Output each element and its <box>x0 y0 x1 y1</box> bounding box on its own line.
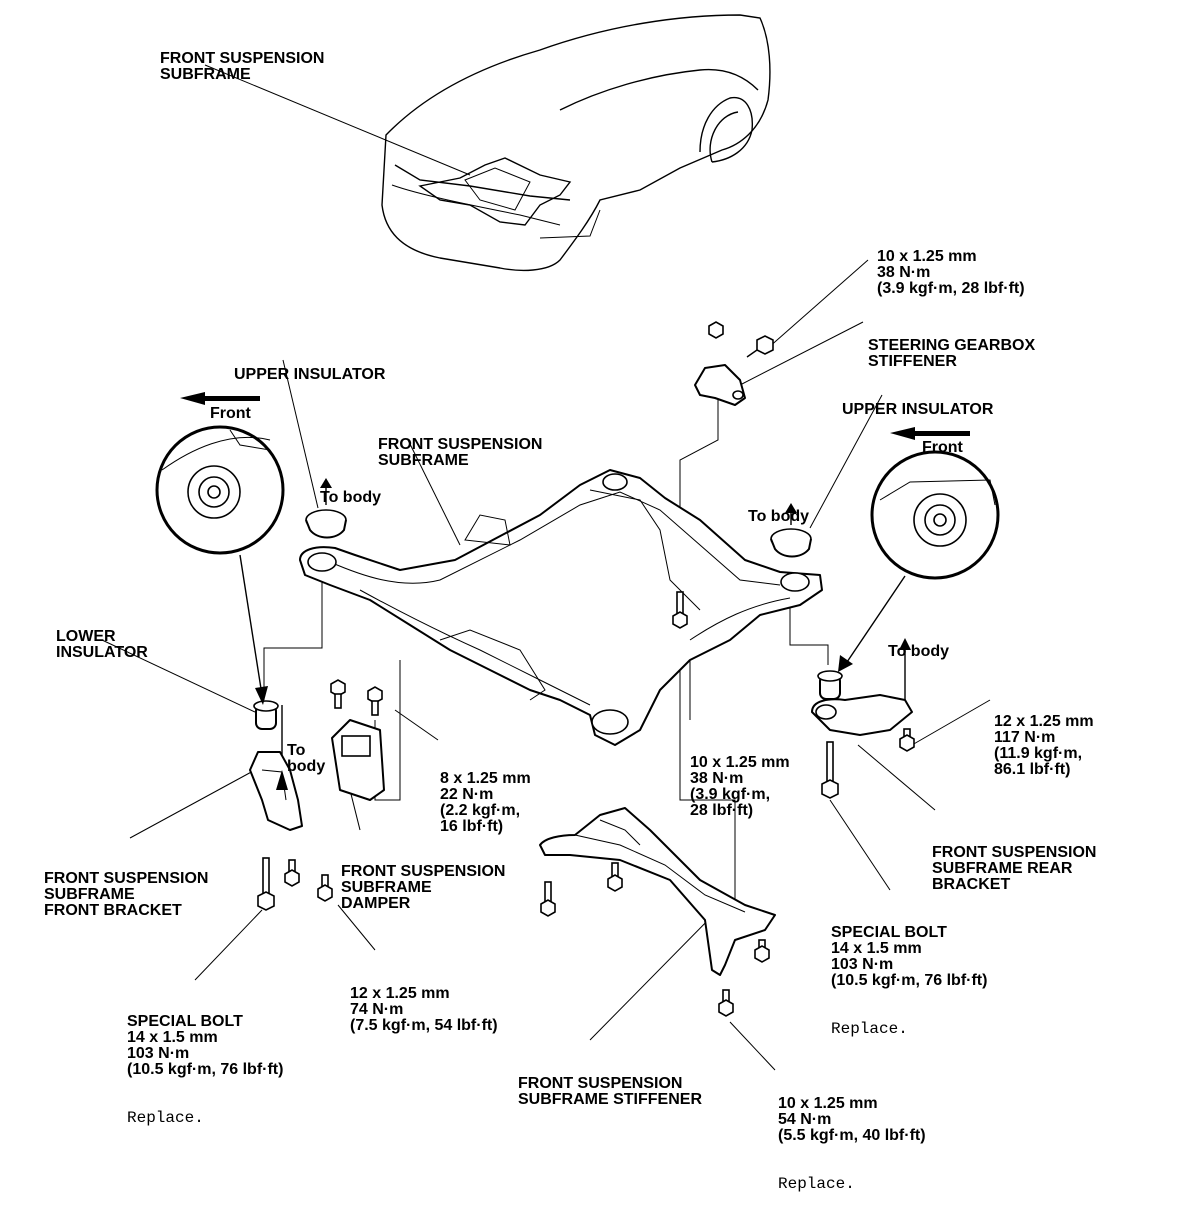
replace-note: Replace. <box>831 1020 908 1038</box>
replace-note: Replace. <box>127 1109 204 1127</box>
leader-lines <box>101 64 991 1071</box>
steering-stiffener-shape <box>694 364 746 406</box>
label-front-left: Front <box>210 405 251 422</box>
label-to-body-right-lower: To body <box>888 643 950 660</box>
replace-note: Replace. <box>778 1175 855 1193</box>
lower-insulators <box>253 638 911 760</box>
bolts <box>257 321 915 1017</box>
label-to-body-left: To body <box>320 489 382 506</box>
vehicle-outline <box>381 14 771 272</box>
front-bracket-shape <box>249 751 303 831</box>
detail-circle-left <box>155 425 285 705</box>
exploded-view-diagram <box>101 14 1000 1071</box>
damper-shape <box>331 719 385 801</box>
rear-bracket-shape <box>811 694 913 736</box>
label-to-body-right-top: To body <box>748 508 810 525</box>
upper-insulators <box>305 478 812 558</box>
front-direction-arrow-icon <box>890 427 970 440</box>
callout-upper-insulator-right: UPPER INSULATOR <box>842 401 994 418</box>
label-front-right: Front <box>922 439 963 456</box>
subframe-stiffener-shape <box>539 807 776 976</box>
front-suspension-subframe-shape <box>299 469 823 746</box>
callout-upper-insulator-left: UPPER INSULATOR <box>234 366 386 383</box>
front-direction-arrow-icon <box>180 392 260 405</box>
detail-circle-right <box>838 450 1000 672</box>
